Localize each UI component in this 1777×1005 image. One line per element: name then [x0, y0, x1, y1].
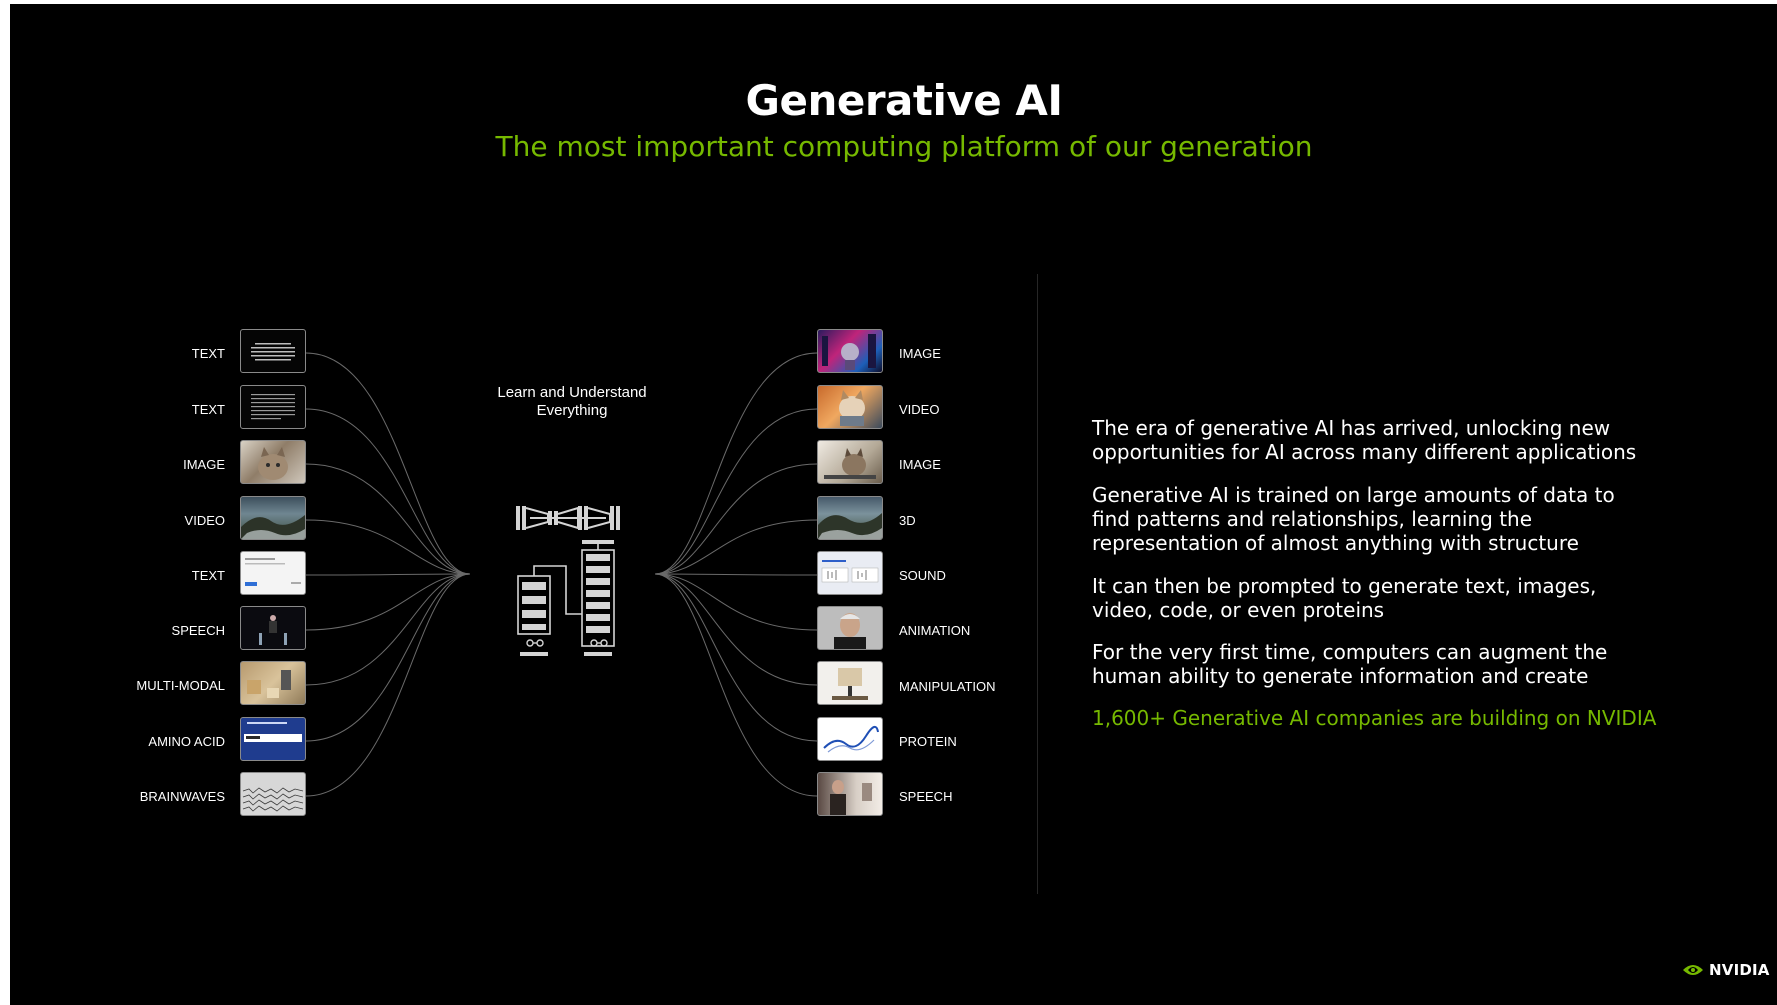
output-label-3d: 3D — [899, 513, 916, 528]
input-label-text: TEXT — [191, 568, 225, 583]
output-label-animation: ANIMATION — [899, 623, 971, 638]
output-thumb-speech-person — [817, 772, 883, 816]
input-connector-line-1 — [305, 352, 471, 575]
input-label-multi-modal: MULTI-MODAL — [136, 678, 225, 693]
input-thumb-text-page — [240, 385, 306, 429]
input-connector-line-6 — [305, 573, 471, 631]
input-thumb-text-webpage — [240, 551, 306, 595]
output-thumb-animation-portrait — [817, 606, 883, 650]
input-label-video: VIDEO — [184, 513, 225, 528]
input-thumb-multimodal-robot — [240, 661, 306, 705]
slide-subtitle: The most important computing platform of… — [495, 130, 1313, 163]
description-paragraph-3: It can then be prompted to generate text… — [1092, 574, 1597, 622]
output-label-video: VIDEO — [899, 402, 940, 417]
slide-title: Generative AI — [745, 76, 1064, 125]
column-divider — [1037, 274, 1038, 894]
input-thumb-speech-stage — [240, 606, 306, 650]
nvidia-companies-highlight: 1,600+ Generative AI companies are build… — [1092, 706, 1657, 730]
output-connector-line-9 — [654, 573, 818, 797]
output-label-manipulation: MANIPULATION — [899, 679, 996, 694]
input-connector-line-3 — [305, 463, 471, 575]
diagram-connector-lines — [305, 352, 818, 797]
input-thumb-text-document — [240, 329, 306, 373]
output-connector-line-8 — [654, 573, 818, 742]
output-label-protein: PROTEIN — [899, 734, 957, 749]
output-label-speech: SPEECH — [899, 789, 953, 804]
output-connector-line-6 — [654, 573, 818, 631]
input-connector-line-2 — [305, 408, 471, 575]
input-connector-line-9 — [305, 573, 471, 797]
slide: Generative AI The most important computi… — [10, 4, 1777, 1005]
input-label-amino-acid: AMINO ACID — [148, 734, 225, 749]
neural-network-icon — [516, 506, 620, 656]
input-thumb-coastline-video — [240, 496, 306, 540]
nvidia-eye-icon — [1683, 965, 1703, 975]
output-thumb-neon-city-image — [817, 329, 883, 373]
input-thumb-cat-photo — [240, 440, 306, 484]
output-connector-line-1 — [654, 352, 818, 575]
output-thumb-manipulation-robot — [817, 661, 883, 705]
output-label-image: IMAGE — [899, 457, 941, 472]
output-thumb-kitten-image — [817, 440, 883, 484]
input-label-brainwaves: BRAINWAVES — [139, 789, 225, 804]
input-connector-line-7 — [305, 573, 471, 686]
input-label-image: IMAGE — [183, 457, 225, 472]
output-label-sound: SOUND — [899, 568, 946, 583]
nvidia-logo-text: NVIDIA — [1709, 961, 1770, 979]
output-connector-line-5 — [654, 573, 818, 576]
output-label-image: IMAGE — [899, 346, 941, 361]
input-connector-line-4 — [305, 519, 471, 575]
input-connector-line-5 — [305, 573, 471, 576]
description-paragraph-1: The era of generative AI has arrived, un… — [1092, 416, 1637, 464]
input-connector-line-8 — [305, 573, 471, 742]
output-connector-line-4 — [654, 519, 818, 575]
description-paragraph-4: For the very first time, computers can a… — [1092, 640, 1608, 688]
output-thumb-3d-coastline — [817, 496, 883, 540]
description-paragraph-2: Generative AI is trained on large amount… — [1092, 483, 1615, 555]
input-label-text: TEXT — [191, 346, 225, 361]
nvidia-logo: NVIDIA — [1681, 961, 1770, 979]
input-label-text: TEXT — [191, 402, 225, 417]
output-connector-line-3 — [654, 463, 818, 575]
input-thumb-brainwaves-eeg — [240, 772, 306, 816]
diagram-center-caption: Learn and Understand Everything — [497, 384, 647, 419]
output-connector-line-2 — [654, 408, 818, 575]
output-thumb-sound-waveform — [817, 551, 883, 595]
output-thumb-protein-structure — [817, 717, 883, 761]
input-thumb-amino-acid-app — [240, 717, 306, 761]
output-connector-line-7 — [654, 573, 818, 686]
output-thumb-cat-video — [817, 385, 883, 429]
input-label-speech: SPEECH — [171, 623, 225, 638]
